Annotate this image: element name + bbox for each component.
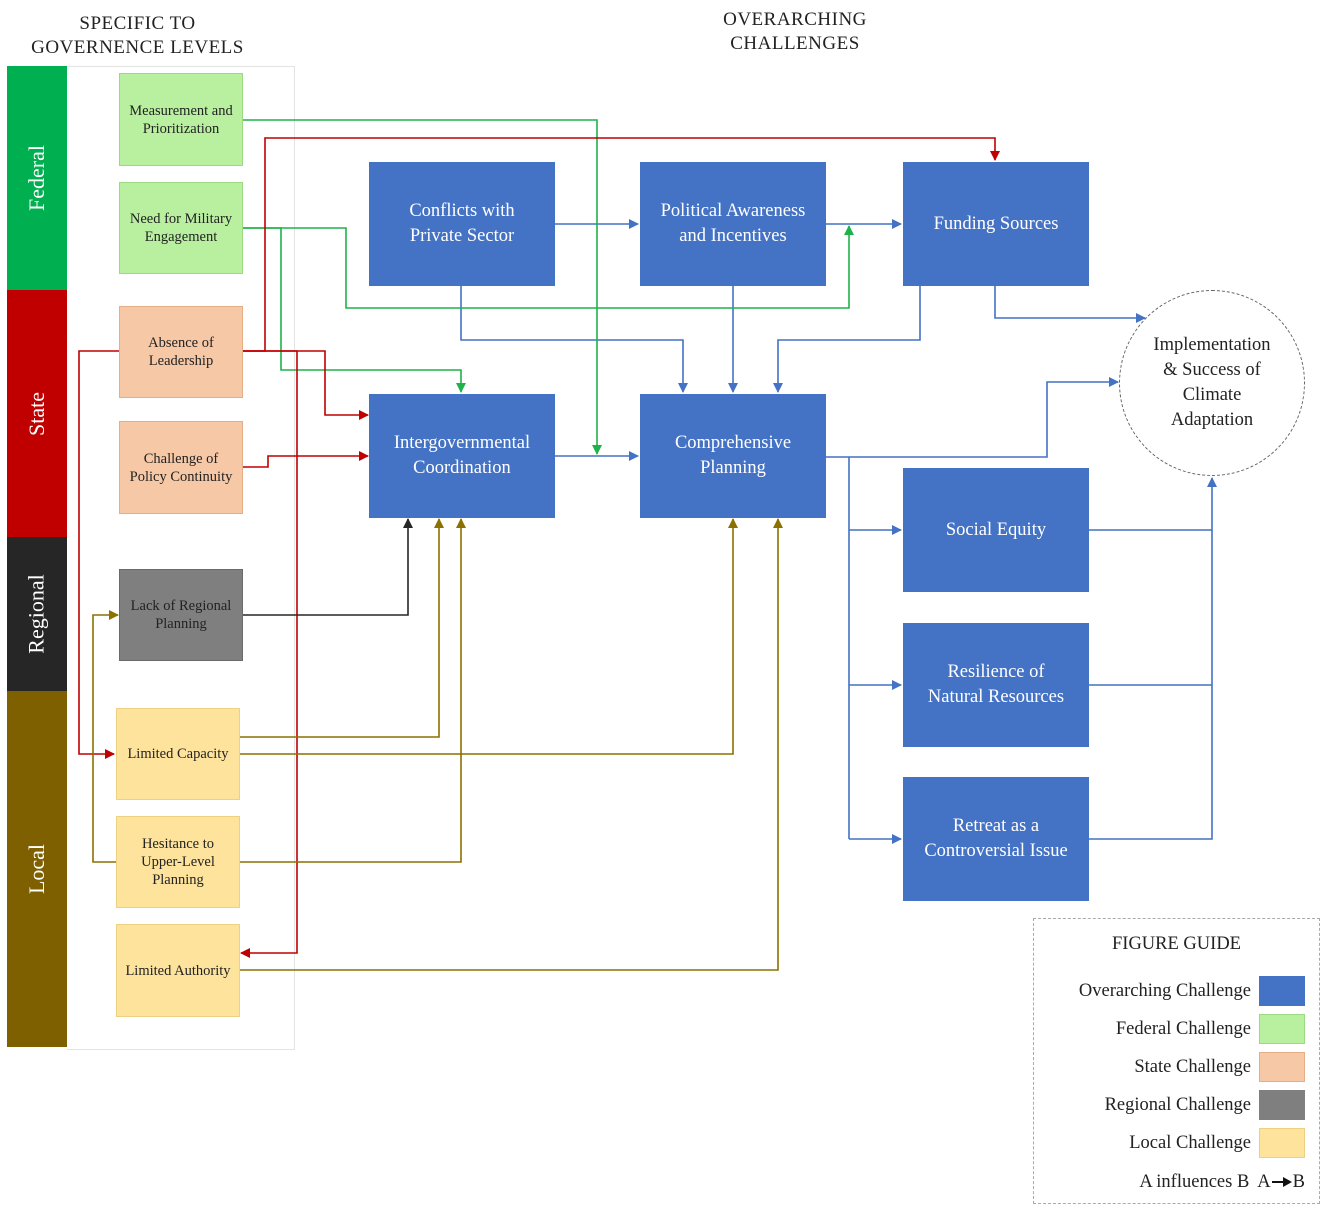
guide-swatch-local [1259, 1128, 1305, 1158]
box-social-equity: Social Equity [903, 468, 1089, 592]
box-regional-planning: Lack of Regional Planning [119, 569, 243, 661]
link-comprehensive-goal [825, 377, 1119, 458]
guide-label-arrow: A influences B [1139, 1171, 1250, 1192]
link-military-intergov [243, 227, 466, 393]
guide-row-state: State Challenge [1134, 1051, 1305, 1083]
guide-label-overarching: Overarching Challenge [1078, 980, 1251, 1001]
guide-arrow-a: A [1257, 1171, 1271, 1192]
link-funding-comprehensive [773, 285, 921, 393]
guide-row-regional: Regional Challenge [1105, 1089, 1305, 1121]
figure-guide-title: FIGURE GUIDE [1112, 934, 1241, 954]
guide-row-overarching: Overarching Challenge [1079, 975, 1305, 1007]
box-retreat-controversial: Retreat as a Controversial Issue [903, 777, 1089, 901]
header-governance-levels: SPECIFIC TO GOVERNENCE LEVELS [31, 13, 244, 58]
link-conflicts-comprehensive [460, 285, 688, 393]
box-hesitance-planning: Hesitance to Upper-Level Planning [116, 816, 240, 908]
guide-label-federal: Federal Challenge [1115, 1018, 1251, 1039]
link-leadership-intergov [243, 350, 369, 420]
band-state: State [7, 290, 67, 537]
link-capacity-intergov [240, 518, 444, 738]
link-authority-comprehensive [240, 518, 783, 971]
figure-guide: FIGURE GUIDE Overarching Challenge Feder… [1033, 918, 1320, 1204]
box-political-awareness: Political Awareness and Incentives [640, 162, 826, 286]
box-funding-sources: Funding Sources [903, 162, 1089, 286]
link-continuity-intergov [243, 451, 369, 468]
guide-label-state: State Challenge [1134, 1056, 1251, 1077]
box-measurement-prioritization: Measurement and Prioritization [119, 73, 243, 166]
goal-implementation-success: Implementation & Success of Climate Adap… [1119, 290, 1305, 476]
box-intergovernmental-coordination: Intergovernmental Coordination [369, 394, 555, 518]
box-conflicts-private-sector: Conflicts with Private Sector [369, 162, 555, 286]
arrow-right-icon [1271, 1177, 1292, 1187]
box-resilience-natural-resources: Resilience of Natural Resources [903, 623, 1089, 747]
guide-label-regional: Regional Challenge [1104, 1094, 1251, 1115]
link-funding-goal [994, 285, 1146, 323]
guide-swatch-overarching [1259, 976, 1305, 1006]
link-hesitance-regional [92, 610, 119, 863]
guide-swatch-state [1259, 1052, 1305, 1082]
box-comprehensive-planning: Comprehensive Planning [640, 394, 826, 518]
guide-swatch-federal [1259, 1014, 1305, 1044]
link-leadership-funding [243, 137, 1000, 352]
header-overarching-challenges: OVERARCHING CHALLENGES [723, 9, 867, 54]
link-military-political [243, 225, 854, 309]
link-capacity-comprehensive [240, 518, 738, 755]
link-retreat-goal [1088, 477, 1217, 840]
box-limited-capacity: Limited Capacity [116, 708, 240, 800]
guide-row-local: Local Challenge [1129, 1127, 1305, 1159]
link-leadership-capacity [78, 350, 120, 759]
guide-arrow-b: B [1292, 1171, 1305, 1192]
band-local: Local [7, 691, 67, 1047]
box-limited-authority: Limited Authority [116, 924, 240, 1017]
guide-arrow-sample: A B [1257, 1172, 1305, 1193]
guide-swatch-regional [1259, 1090, 1305, 1120]
box-policy-continuity: Challenge of Policy Continuity [119, 421, 243, 514]
box-absence-leadership: Absence of Leadership [119, 306, 243, 398]
link-leadership-authority [240, 350, 298, 958]
band-regional: Regional [7, 537, 67, 691]
link-regional-intergov [243, 518, 413, 616]
link-hesitance-intergov [240, 518, 466, 863]
guide-label-local: Local Challenge [1129, 1132, 1251, 1153]
guide-row-federal: Federal Challenge [1116, 1013, 1305, 1045]
box-military-engagement: Need for Military Engagement [119, 182, 243, 274]
band-federal: Federal [7, 66, 67, 290]
guide-row-arrow: A influences B A B [1139, 1166, 1305, 1198]
link-measurement-comprehensive [243, 119, 602, 455]
